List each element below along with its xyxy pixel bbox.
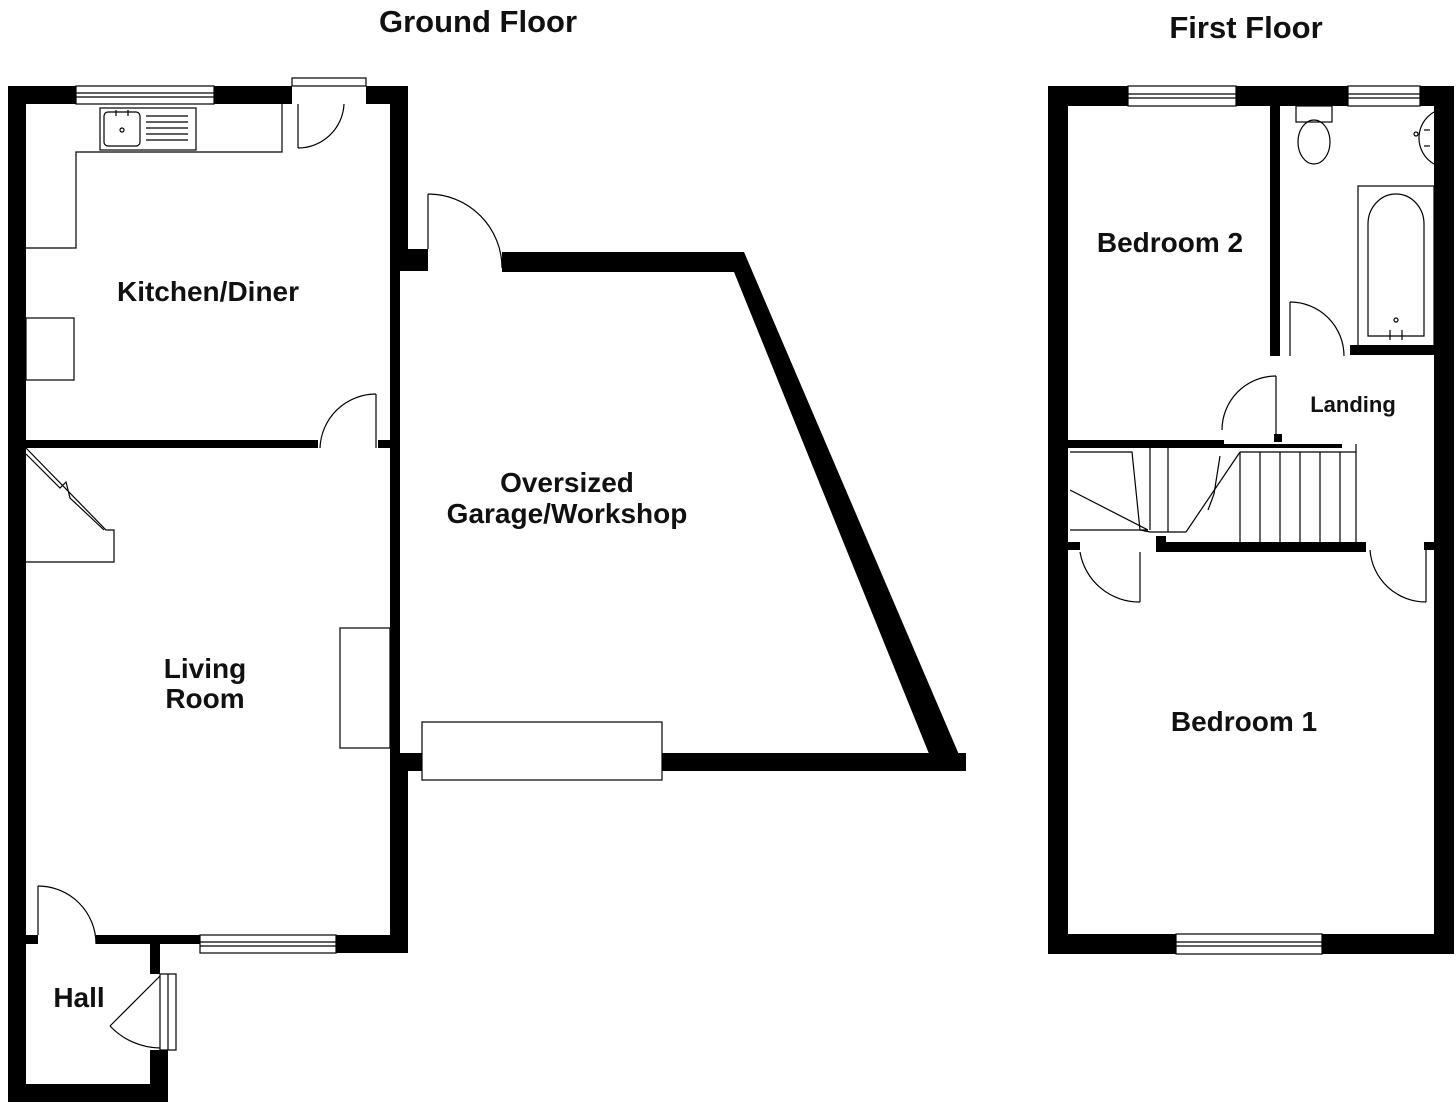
first-floor-doors [1079, 301, 1427, 603]
bedroom1-door-right [1369, 549, 1427, 603]
first-floor-stairs [1069, 444, 1357, 542]
living-room-label-line2: Room [165, 683, 244, 714]
ground-floor-doors [37, 77, 503, 1049]
bathroom-window [1347, 85, 1421, 107]
ground-floor-title: Ground Floor [379, 4, 577, 39]
ground-floor-stairs [25, 447, 115, 563]
garage-label-line2: Garage/Workshop [447, 498, 688, 529]
first-floor-labels: Bedroom 2 Landing Bedroom 1 [1097, 227, 1396, 737]
first-floor-plan: First Floor [1048, 10, 1454, 955]
basin-icon [1413, 111, 1435, 165]
ground-floor-windows [75, 85, 337, 1051]
ground-floor-labels: Kitchen/Diner Living Room Hall Oversized… [53, 276, 687, 1013]
ground-floor-walls [8, 86, 966, 1102]
bedroom1-window [1175, 933, 1323, 955]
living-room-fireplace [339, 627, 391, 749]
toilet-icon [1295, 105, 1333, 165]
bedroom1-door-left [1079, 551, 1141, 603]
hall-label: Hall [53, 982, 104, 1013]
bath-icon [1357, 185, 1435, 347]
garage-side-door [427, 193, 503, 269]
bedroom2-label: Bedroom 2 [1097, 227, 1243, 258]
kitchen-units [25, 104, 283, 381]
bathroom-door [1289, 301, 1345, 357]
kitchen-back-door [291, 77, 367, 149]
kitchen-living-door [319, 393, 377, 449]
bedroom1-label: Bedroom 1 [1171, 706, 1317, 737]
bedroom2-window [1127, 85, 1237, 107]
bathroom-fixtures [1295, 105, 1435, 347]
kitchen-diner-label: Kitchen/Diner [117, 276, 299, 307]
living-room-window [199, 934, 337, 954]
bedroom2-door [1221, 375, 1277, 440]
hall-front-door-frame [159, 973, 177, 1051]
hall-internal-door [37, 885, 97, 945]
living-room-label-line1: Living [164, 653, 246, 684]
first-floor-walls [1048, 86, 1454, 954]
kitchen-window [75, 85, 215, 105]
ground-floor-plan: Ground Floor [8, 4, 966, 1102]
landing-label: Landing [1310, 392, 1396, 417]
front-door [109, 975, 161, 1049]
first-floor-title: First Floor [1169, 10, 1322, 45]
first-floor-windows [1127, 85, 1421, 955]
garage-label-line1: Oversized [500, 467, 634, 498]
garage-door [421, 721, 663, 781]
